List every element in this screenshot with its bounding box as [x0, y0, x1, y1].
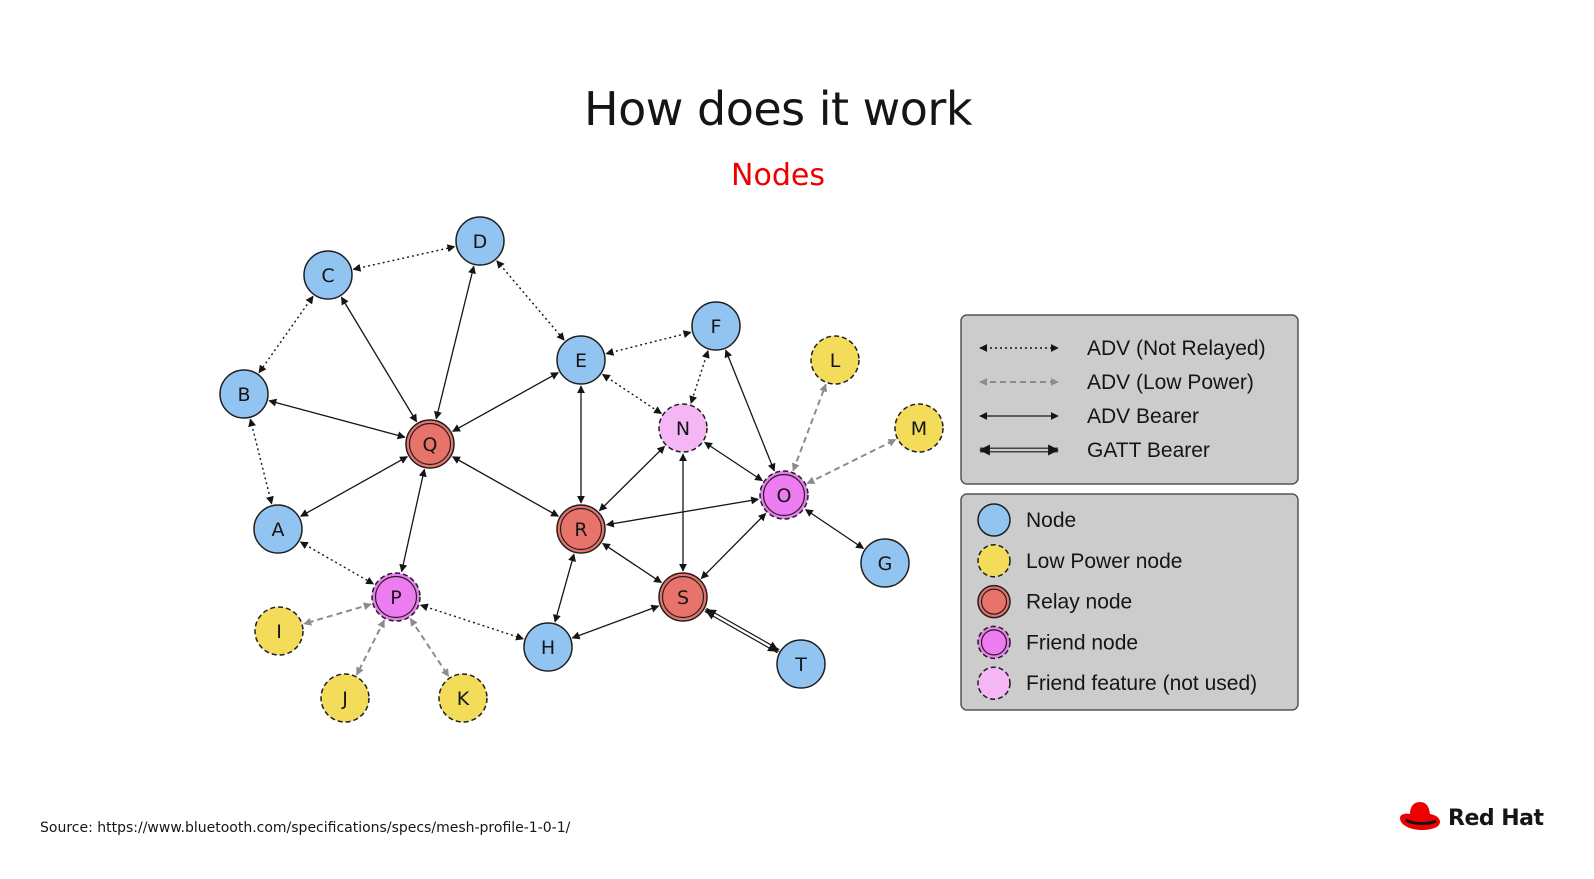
legend-node-node [977, 503, 1011, 537]
node-label: Q [423, 434, 438, 456]
edge-D-E [496, 260, 565, 341]
edge-C-B [258, 295, 314, 374]
edge-Q-D [434, 265, 476, 420]
node-label: A [272, 519, 285, 541]
node-label: J [341, 688, 348, 710]
node-d: D [455, 216, 505, 266]
legend-node-low-power [977, 544, 1011, 578]
edge-S-T [704, 607, 780, 654]
node-label: E [575, 350, 587, 372]
node-h: H [523, 622, 573, 672]
node-r: R [556, 504, 606, 554]
edge-F-N [689, 349, 710, 405]
edge-S-H [571, 604, 660, 640]
node-m: M [894, 403, 944, 453]
node-label: T [794, 654, 807, 676]
edge-P-H [419, 603, 525, 641]
node-label: R [574, 519, 587, 541]
edge-P-J [355, 619, 386, 676]
edge-F-O [724, 349, 776, 472]
node-label: K [457, 688, 470, 710]
node-s: S [658, 572, 708, 622]
legend-node-box [960, 493, 1299, 711]
node-label: N [676, 418, 690, 440]
edges-layer [248, 244, 897, 678]
node-label: I [276, 621, 282, 643]
edge-Q-R [451, 456, 560, 517]
red-hat-logo: Red Hat [1398, 800, 1544, 836]
node-i: I [254, 606, 304, 656]
edge-N-O [703, 441, 764, 482]
edge-O-L [791, 383, 828, 472]
edge-A-P [299, 541, 375, 585]
edge-O-M [806, 438, 897, 485]
node-p: P [371, 572, 421, 622]
legend-line-label: ADV (Low Power) [1087, 371, 1254, 394]
legend-node-label: Low Power node [1026, 550, 1182, 573]
edge-R-N [598, 445, 666, 512]
legend-node-friend [977, 625, 1011, 660]
node-label: P [390, 587, 401, 609]
node-label: M [911, 418, 927, 440]
edge-P-I [303, 602, 372, 626]
edge-R-S [601, 542, 663, 584]
legend-node-label: Friend node [1026, 631, 1138, 654]
legend-line-box [960, 314, 1299, 485]
edge-Q-E [452, 372, 559, 432]
edge-Q-B [268, 398, 406, 440]
legend-node-friend-unused [977, 666, 1011, 700]
node-g: G [860, 538, 910, 588]
node-k: K [438, 673, 488, 723]
node-c: C [303, 250, 353, 300]
node-l: L [810, 335, 860, 385]
edge-R-H [553, 553, 576, 623]
legend-line-label: ADV Bearer [1087, 405, 1199, 428]
legend-node-label: Relay node [1026, 591, 1132, 614]
node-f: F [691, 301, 741, 351]
node-n: N [658, 403, 708, 453]
legend-node-relay [977, 584, 1011, 619]
node-label: D [473, 231, 488, 253]
brand-name: Red Hat [1448, 805, 1544, 831]
legend-line-gatt-bearer [978, 444, 1060, 456]
node-label: F [711, 316, 722, 338]
edge-C-D [352, 244, 456, 272]
node-b: B [219, 369, 269, 419]
edge-E-N [601, 373, 663, 415]
edge-Q-A [299, 456, 409, 517]
node-label: L [830, 350, 841, 372]
legend-node-label: Friend feature (not used) [1026, 672, 1257, 695]
legend-line-label: GATT Bearer [1087, 439, 1210, 462]
node-label: G [878, 553, 893, 575]
legend-node-label: Node [1026, 509, 1076, 532]
node-label: S [677, 587, 689, 609]
node-t: T [776, 639, 826, 689]
edge-P-K [409, 617, 450, 678]
node-j: J [320, 673, 370, 723]
node-label: H [541, 637, 555, 659]
edge-O-G [804, 508, 865, 550]
nodes-layer: A B C D E F G H I J K L M N O P Q R S T [219, 216, 944, 723]
node-o: O [759, 470, 809, 520]
edge-B-A [248, 418, 274, 505]
node-q: Q [405, 419, 455, 469]
node-label: B [237, 384, 250, 406]
page-title: How does it work [584, 82, 972, 136]
red-hat-icon [1400, 802, 1440, 830]
node-e: E [556, 335, 606, 385]
edge-E-F [605, 330, 692, 356]
node-a: A [253, 504, 303, 554]
legend-line-types: ADV (Not Relayed) ADV (Low Power) ADV Bear… [960, 314, 1299, 485]
legend-line-label: ADV (Not Relayed) [1087, 337, 1266, 360]
edge-Q-C [340, 296, 418, 423]
page-subtitle: Nodes [731, 158, 825, 193]
node-label: O [777, 485, 792, 507]
node-label: C [321, 265, 334, 287]
edge-O-S [700, 512, 767, 580]
source-citation: Source: https://www.bluetooth.com/specif… [40, 820, 571, 836]
edge-Q-P [399, 468, 427, 573]
